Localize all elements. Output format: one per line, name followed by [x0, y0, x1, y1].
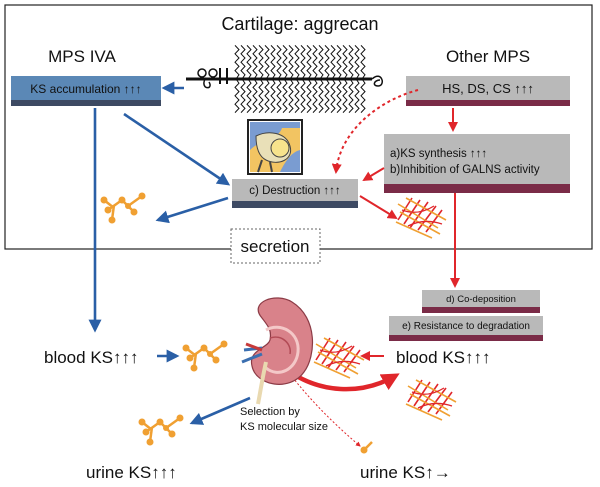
aggrecan-strand [330, 45, 336, 80]
co-deposition-box: d) Co-deposition [422, 290, 540, 313]
destruction-label: c) Destruction ↑↑↑ [249, 185, 340, 197]
aggrecan-strand [258, 45, 264, 80]
resistance-box: e) Resistance to degradation [389, 316, 543, 341]
joint-icon [247, 119, 303, 175]
co-deposition-label: d) Co-deposition [446, 294, 516, 305]
aggrecan-strand [240, 78, 246, 113]
ks-molecule-left [99, 191, 147, 225]
arrow-destruction-to-ks-left [155, 196, 229, 224]
aggrecan-strand [330, 78, 336, 113]
aggrecan-strand [354, 78, 360, 113]
other-mps-heading: Other MPS [446, 47, 530, 66]
aggrecan-strand [348, 45, 354, 80]
aggrecan-strand [234, 45, 240, 80]
aggrecan-strand [252, 78, 258, 113]
aggrecan-strand [288, 45, 294, 80]
aggrecan-strand [246, 45, 252, 80]
resistance-label: e) Resistance to degradation [402, 321, 530, 332]
destruction-box: c) Destruction ↑↑↑ [232, 179, 358, 208]
aggrecan-strand [240, 45, 246, 80]
aggrecan-strand [318, 45, 324, 80]
ks-mesh-kidney [405, 379, 457, 421]
arrow-accumulation-to-destruction [123, 112, 231, 186]
aggrecan-strand [264, 78, 270, 113]
ks-molecule-blood [181, 339, 229, 373]
kidney-icon [241, 297, 314, 405]
aggrecan-strand [348, 78, 354, 113]
aggrecan-strand [294, 78, 300, 113]
ks-molecule-urine [137, 413, 185, 447]
aggrecan-strand [294, 45, 300, 80]
hs-ds-cs-box: HS, DS, CS ↑↑↑ [406, 76, 570, 106]
ks-mesh-blood [313, 337, 365, 379]
aggrecan-strand [354, 45, 360, 80]
urine-ks-left-label: urine KS↑↑↑ [86, 463, 177, 482]
blood-ks-left-label: blood KS↑↑↑ [44, 348, 139, 367]
aggrecan-strand [312, 45, 318, 80]
ks-accumulation-label: KS accumulation ↑↑↑ [30, 82, 141, 96]
galns-inhibition-label: b)Inhibition of GALNS activity [390, 164, 540, 176]
aggrecan-strand [276, 45, 282, 80]
aggrecan-strand [234, 78, 240, 113]
title: Cartilage: aggrecan [221, 14, 378, 34]
urine-ks-right-label: urine KS↑→ [360, 463, 451, 482]
hs-ds-cs-label: HS, DS, CS ↑↑↑ [442, 81, 534, 96]
arrow-kidney-to-blood-right [288, 370, 400, 392]
blood-ks-right-label: blood KS↑↑↑ [396, 348, 491, 367]
aggrecan-strand [324, 45, 330, 80]
aggrecan-strand [282, 78, 288, 113]
arrow-kidney-to-urine-left [189, 396, 251, 425]
aggrecan-strand [276, 78, 282, 113]
aggrecan-strand [282, 45, 288, 80]
aggrecan-strand [270, 45, 276, 80]
aggrecan-strand [342, 45, 348, 80]
aggrecan-strand [288, 78, 294, 113]
aggrecan-strand [264, 45, 270, 80]
arrow-dotted-gags-to-destruction [331, 89, 419, 174]
ks-molecule-small [360, 441, 373, 454]
aggrecan-strand [306, 45, 312, 80]
arrow-destruction-to-mesh [359, 195, 398, 220]
synthesis-inhibition-box: a)KS synthesis ↑↑↑ b)Inhibition of GALNS… [384, 134, 570, 193]
aggrecan-strand [342, 78, 348, 113]
ks-synthesis-label: a)KS synthesis ↑↑↑ [390, 148, 487, 160]
aggrecan-strand [324, 78, 330, 113]
aggrecan-strand [318, 78, 324, 113]
aggrecan-strand [336, 78, 342, 113]
aggrecan-strand [306, 78, 312, 113]
aggrecan-strand [360, 78, 366, 113]
selection-line1: Selection by [240, 406, 300, 418]
aggrecan-strand [300, 78, 306, 113]
aggrecan-strand [258, 78, 264, 113]
aggrecan-strand [300, 45, 306, 80]
selection-line2: KS molecular size [240, 421, 328, 433]
aggrecan-strand [252, 45, 258, 80]
aggrecan-strand [360, 45, 366, 80]
aggrecan-strand [312, 78, 318, 113]
aggrecan-strand [336, 45, 342, 80]
arrow-synthesis-to-destruction [362, 167, 385, 182]
aggrecan-strand [246, 78, 252, 113]
aggrecan-strand [270, 78, 276, 113]
ks-accumulation-box: KS accumulation ↑↑↑ [11, 76, 161, 106]
ks-mesh-destruction [395, 197, 447, 239]
mps-iva-heading: MPS IVA [48, 47, 116, 66]
secretion-label: secretion [241, 237, 310, 256]
aggrecan-illustration [186, 45, 383, 113]
secretion-box [230, 228, 321, 264]
